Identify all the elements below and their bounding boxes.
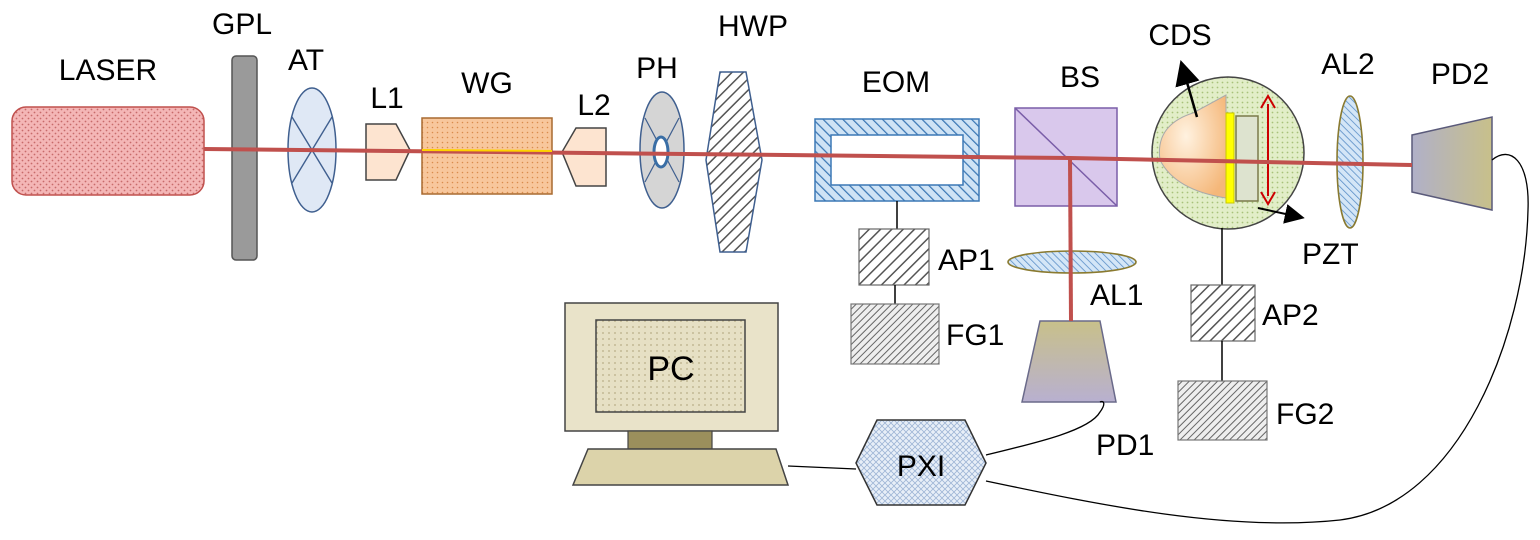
- gpl-label: GPL: [212, 8, 272, 41]
- hwp-plate: [705, 71, 763, 253]
- pd2-photodiode: [1411, 116, 1493, 211]
- l2-lens: [561, 127, 607, 187]
- ap2-label: AP2: [1262, 299, 1319, 332]
- cds-assembly: [1151, 76, 1305, 230]
- fg1-box: [850, 303, 940, 365]
- pzt-motion-arrow: [1260, 94, 1276, 206]
- ph-label: PH: [636, 52, 678, 85]
- al2-label: AL2: [1321, 48, 1374, 81]
- pd2-pxi-cable: [985, 153, 1529, 524]
- cds-label: CDS: [1148, 19, 1211, 52]
- pd1-pxi-cable: [985, 400, 1105, 456]
- laser-label: LASER: [59, 54, 157, 87]
- eom-modulator: [814, 118, 980, 202]
- fg1-label: FG1: [946, 319, 1004, 352]
- fg2-label: FG2: [1276, 398, 1334, 431]
- wg-label: WG: [461, 67, 513, 100]
- pzt-label: PZT: [1302, 238, 1359, 271]
- pd2-label: PD2: [1431, 58, 1489, 91]
- pxi-label: PXI: [897, 450, 945, 483]
- reflected-beam: [1068, 157, 1073, 322]
- laser-box: [11, 106, 205, 196]
- fg2-box: [1177, 380, 1268, 441]
- l1-label: L1: [370, 82, 403, 115]
- bs-label: BS: [1060, 61, 1100, 94]
- at-label: AT: [288, 44, 324, 77]
- pc-computer: [564, 302, 790, 486]
- cds-arrow: [1175, 59, 1200, 118]
- pxi-box: [855, 419, 987, 506]
- al1-label: AL1: [1090, 279, 1143, 312]
- waveguide-core: [421, 149, 553, 152]
- pc-pxi-cable: [787, 465, 857, 470]
- ap2-box: [1190, 284, 1256, 342]
- pc-label: PC: [647, 350, 694, 388]
- ap1-label: AP1: [938, 244, 995, 277]
- wg-waveguide: [421, 117, 553, 195]
- l2-label: L2: [577, 89, 610, 122]
- eom-label: EOM: [862, 66, 930, 99]
- ph-pinhole: [639, 91, 685, 209]
- hwp-label: HWP: [718, 10, 788, 43]
- gpl-plate: [231, 55, 258, 261]
- pzt-arrow: [1257, 204, 1305, 224]
- pd1-label: PD1: [1096, 429, 1154, 462]
- pd1-photodiode: [1021, 320, 1117, 403]
- ap1-box: [858, 228, 930, 286]
